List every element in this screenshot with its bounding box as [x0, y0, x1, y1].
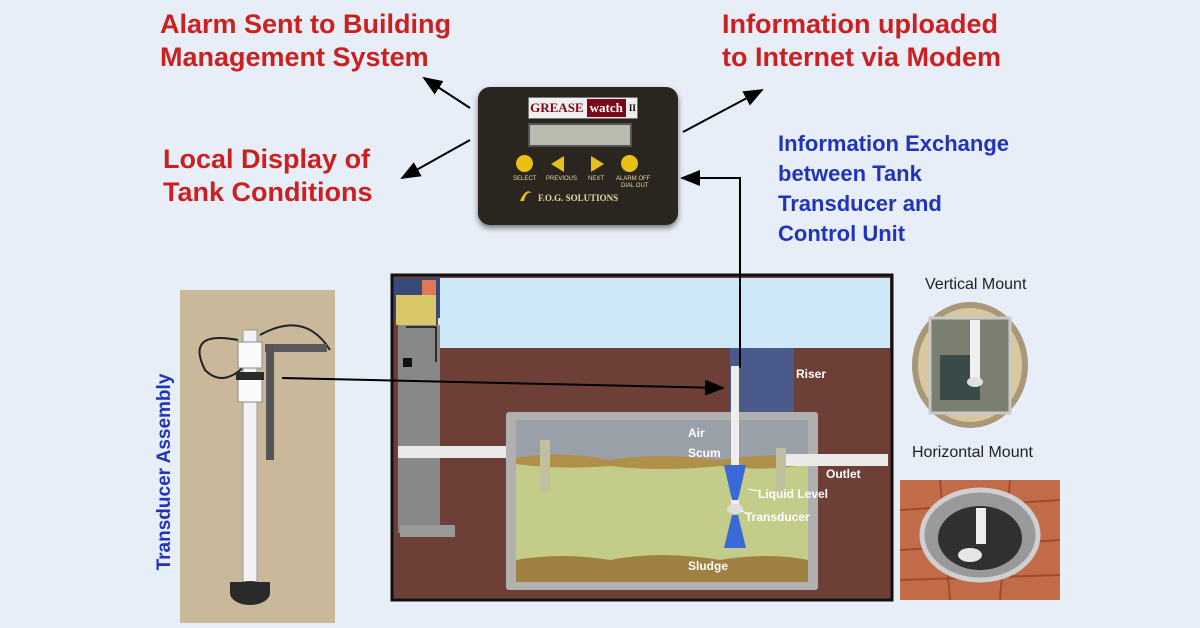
upload-arrow: [682, 89, 764, 133]
info-exchange-arrow: [680, 170, 741, 368]
sludge-layer: [516, 555, 808, 582]
air-label: Air: [688, 426, 705, 440]
horizontal-mount-label: Horizontal Mount: [912, 444, 1033, 461]
liquid-level-pointer: [747, 488, 759, 492]
fog-logo-icon: [518, 187, 534, 203]
sensor-wire: [406, 326, 437, 362]
device-brand: F.O.G. SOLUTIONS: [538, 193, 619, 203]
transducer-assembly-photo: [180, 290, 335, 623]
alarm-arrow: [422, 76, 471, 109]
alarm-box: [403, 358, 412, 367]
transducer-arrow: [281, 377, 725, 396]
device-button-label-alarm-off: ALARM OFF: [616, 176, 651, 182]
upper-beam: [724, 465, 746, 500]
select-button-icon: [516, 155, 533, 172]
outlet-pipe: [786, 454, 888, 466]
info-exchange-label: Information Exchange between Tank Transd…: [778, 131, 1010, 246]
alarm-label: Alarm Sent to Building Management System: [160, 9, 452, 72]
riser-label: Riser: [796, 367, 827, 381]
transducer-label: Transducer: [745, 510, 810, 524]
horizontal-mount-photo: [899, 479, 1061, 601]
sky-area: [438, 278, 890, 348]
greasewatch-control-unit: GREASE watch II SELECT PREVIOUS NEXT ALA…: [478, 87, 678, 225]
inlet-baffle: [540, 440, 550, 492]
lower-beam: [724, 515, 746, 548]
scum-label: Scum: [688, 446, 721, 460]
device-button-label-previous: PREVIOUS: [546, 176, 578, 182]
outlet-label: Outlet: [826, 467, 861, 481]
next-button-icon: [591, 156, 604, 172]
local-display-label: Local Display of Tank Conditions: [163, 144, 373, 207]
transducer-pointer: [739, 509, 749, 515]
previous-button-icon: [551, 156, 564, 172]
liquid-level-label: Liquid Level: [758, 487, 829, 501]
building-block: [396, 295, 436, 325]
sludge-label: Sludge: [688, 559, 729, 573]
local-display-arrow: [400, 139, 471, 179]
device-button-label-next: NEXT: [588, 176, 605, 182]
device-button-label-select: SELECT: [513, 176, 537, 182]
building-wall: [398, 325, 440, 533]
upload-label: Information uploaded to Internet via Mod…: [722, 9, 1002, 72]
device-button-label-dial-out: DIAL OUT: [621, 183, 649, 189]
transducer-pipe: [731, 366, 739, 506]
alarm-off-button-icon: [621, 155, 638, 172]
device-lcd-screen: [528, 123, 632, 147]
building-flag: [422, 280, 436, 298]
outlet-baffle: [776, 448, 786, 494]
vertical-mount-label: Vertical Mount: [925, 276, 1027, 293]
transducer-head: [727, 504, 743, 514]
vertical-mount-photo: [900, 300, 1040, 430]
building-footing: [400, 525, 455, 537]
device-logo: GREASE watch II: [528, 97, 638, 119]
